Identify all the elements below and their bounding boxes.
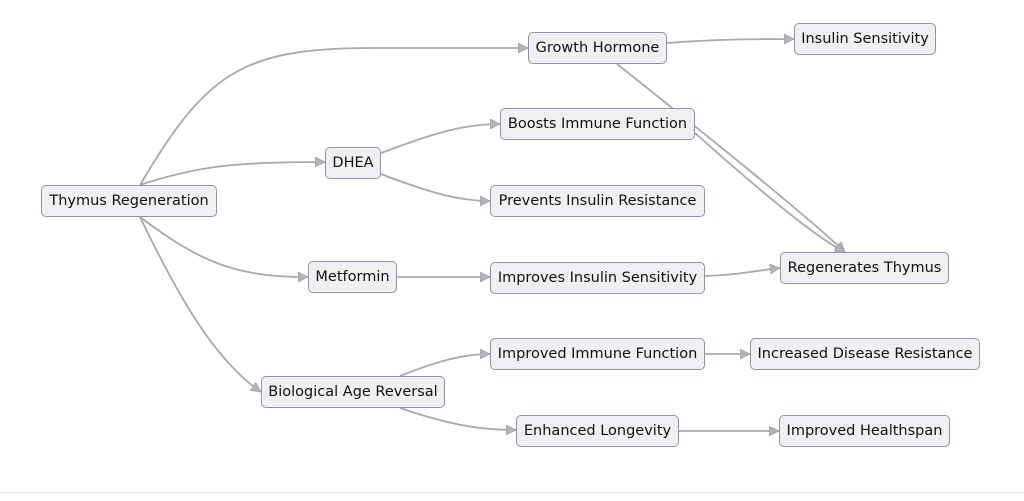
edge-growth-hormone-to-regenerates-thymus <box>616 63 846 253</box>
node-insulin-sensitivity: Insulin Sensitivity <box>794 23 936 55</box>
edge-improves-insulin-sensitivity-to-regenerates-thymus <box>704 268 780 277</box>
edge-boosts-immune-function-to-regenerates-thymus <box>694 132 845 253</box>
edge-thymus-regeneration-to-metformin <box>139 216 308 277</box>
edge-thymus-regeneration-to-dhea <box>139 162 325 186</box>
edge-biological-age-reversal-to-enhanced-longevity <box>399 407 516 430</box>
node-improves-insulin-sensitivity: Improves Insulin Sensitivity <box>490 262 705 294</box>
node-enhanced-longevity: Enhanced Longevity <box>516 415 679 447</box>
node-biological-age-reversal: Biological Age Reversal <box>261 376 445 408</box>
edge-biological-age-reversal-to-improved-immune-function <box>399 354 490 377</box>
edge-growth-hormone-to-insulin-sensitivity <box>666 39 794 43</box>
edge-thymus-regeneration-to-growth-hormone <box>139 48 528 186</box>
node-prevents-insulin-resistance: Prevents Insulin Resistance <box>490 185 705 217</box>
node-dhea: DHEA <box>325 147 381 179</box>
node-improved-immune-function: Improved Immune Function <box>490 338 705 370</box>
node-regenerates-thymus: Regenerates Thymus <box>780 252 949 284</box>
node-thymus-regeneration: Thymus Regeneration <box>41 185 217 217</box>
node-boosts-immune-function: Boosts Immune Function <box>500 108 695 140</box>
node-increased-disease-resistance: Increased Disease Resistance <box>750 338 980 370</box>
bottom-divider <box>0 492 1024 493</box>
node-metformin: Metformin <box>308 261 397 293</box>
edge-dhea-to-boosts-immune-function <box>380 124 500 154</box>
node-growth-hormone: Growth Hormone <box>528 32 667 64</box>
edge-dhea-to-prevents-insulin-resistance <box>380 173 490 201</box>
node-improved-healthspan: Improved Healthspan <box>779 415 950 447</box>
edge-thymus-regeneration-to-biological-age-reversal <box>139 216 261 393</box>
